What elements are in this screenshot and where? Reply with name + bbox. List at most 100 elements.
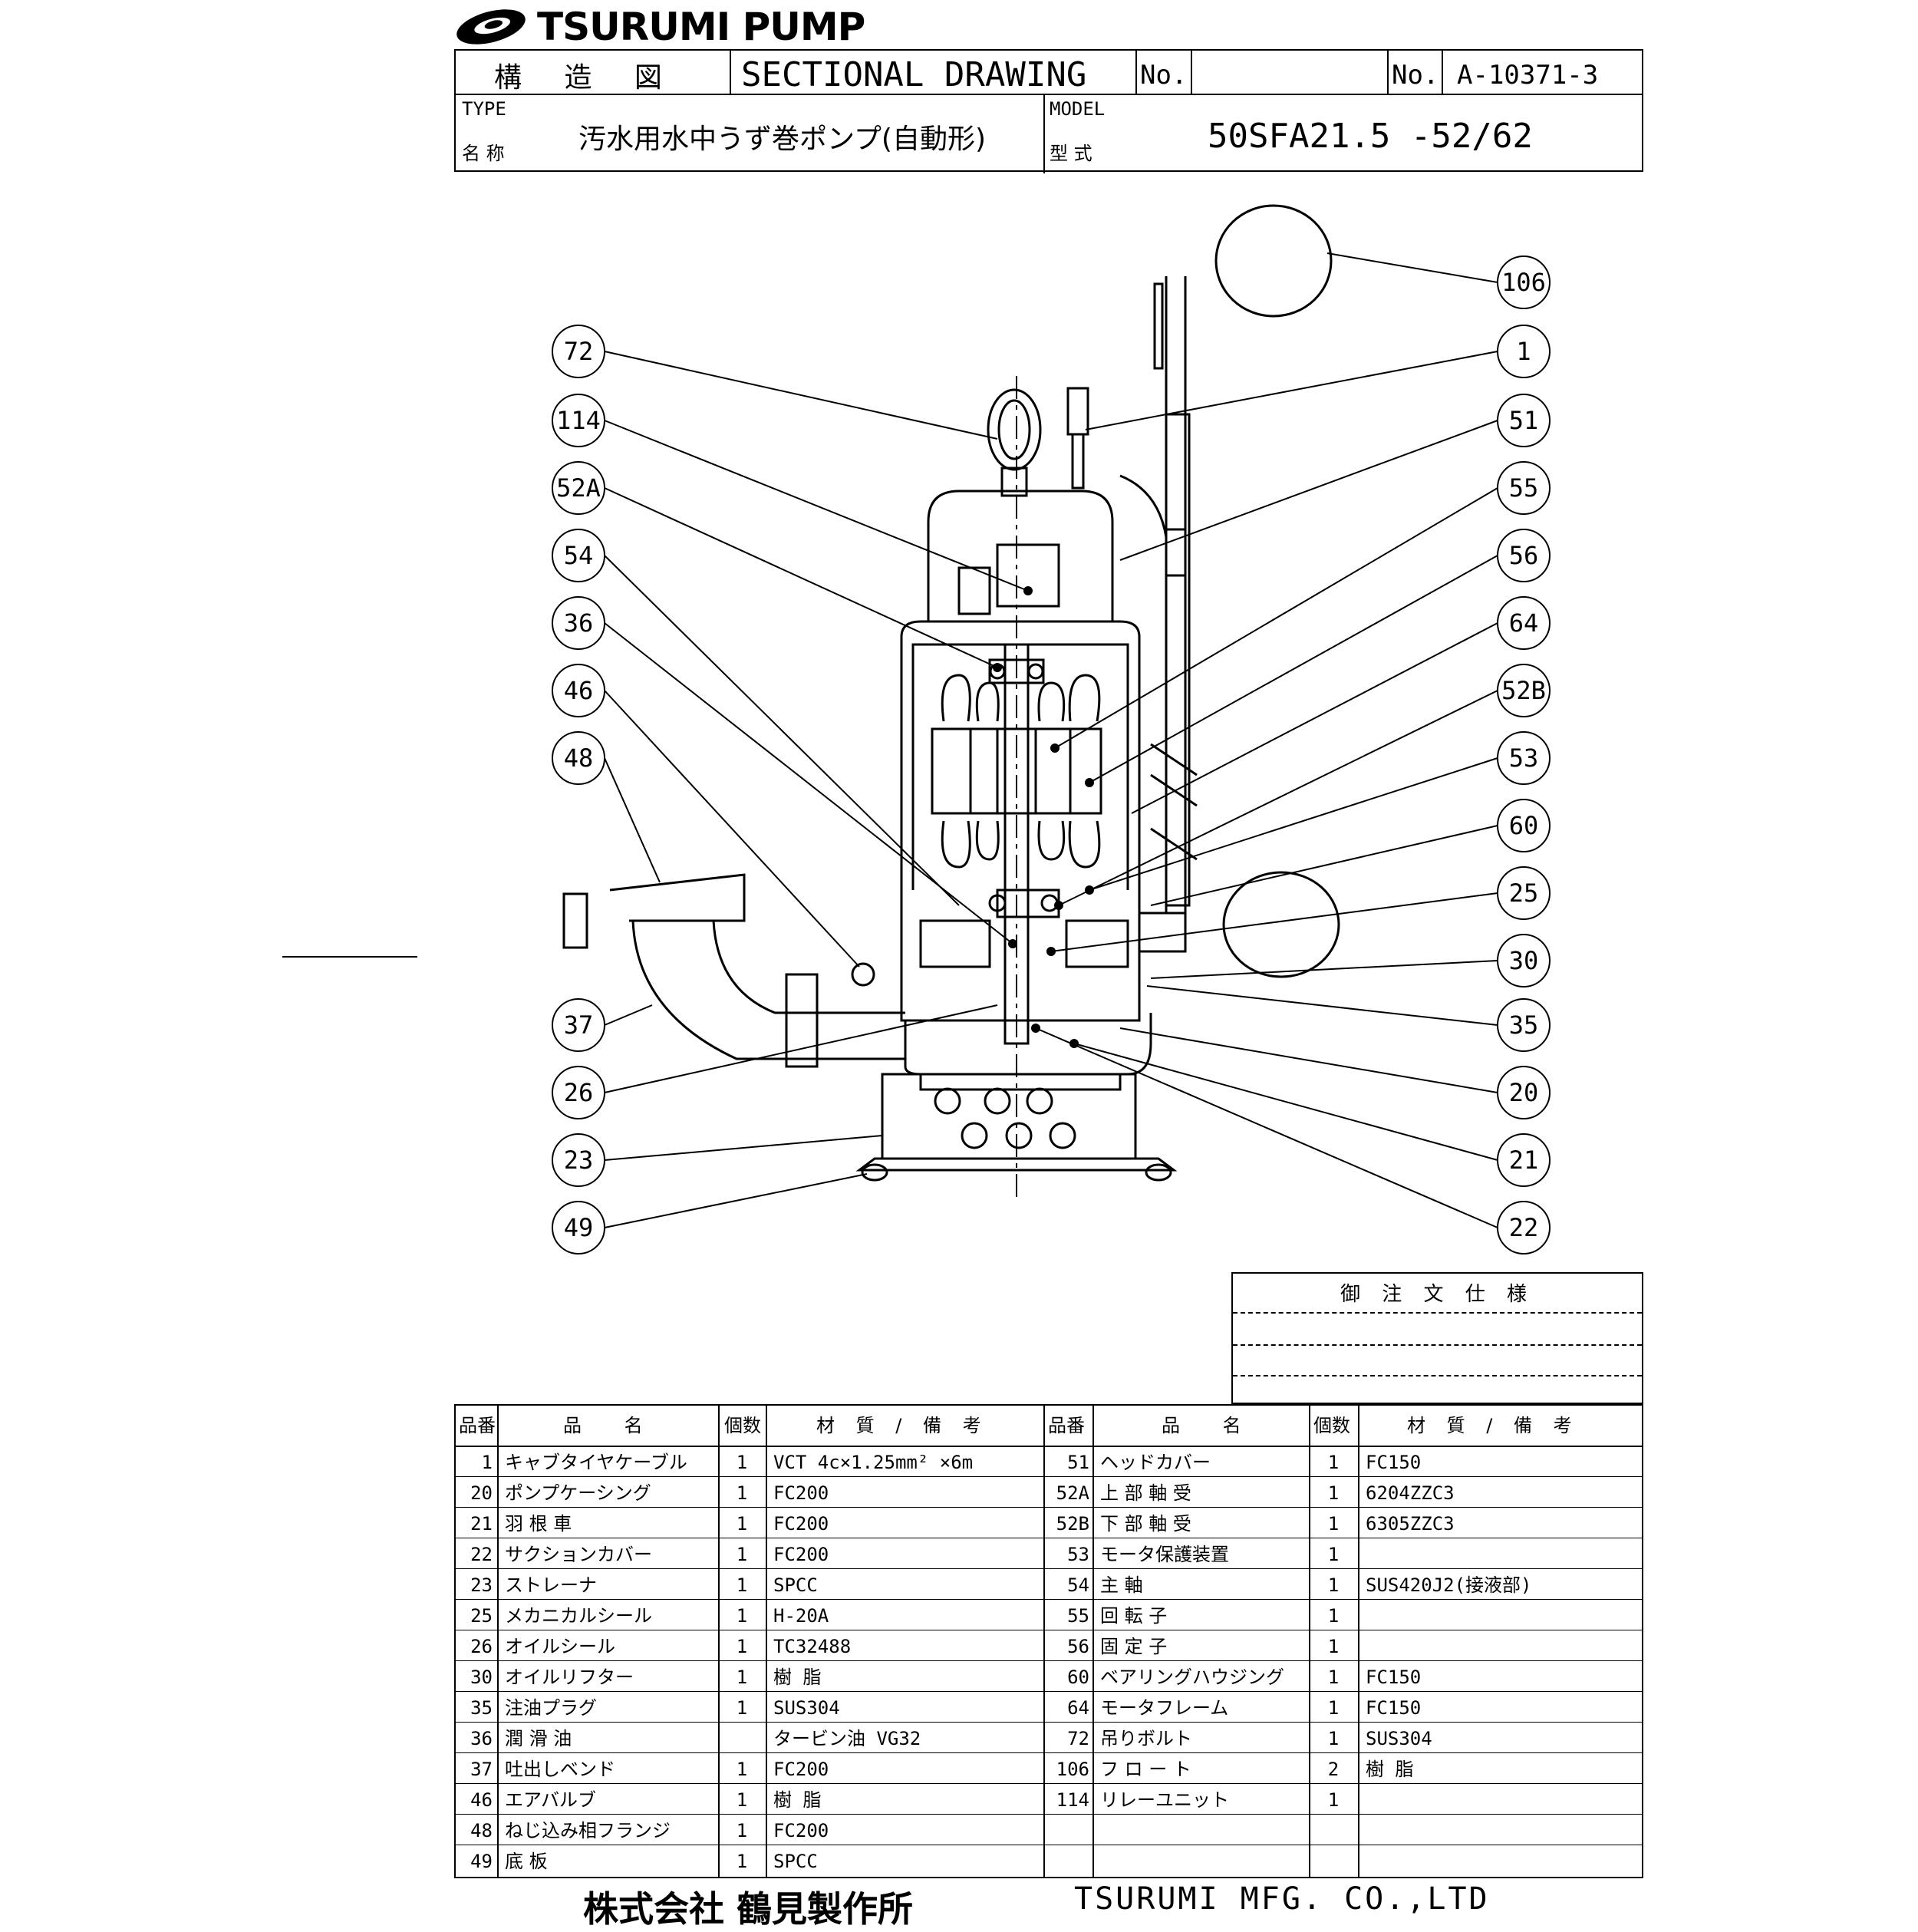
- cell-qty: 1: [1327, 1605, 1340, 1627]
- cell-name: ヘッドカバー: [1100, 1452, 1211, 1473]
- cell-no: 26: [470, 1636, 493, 1657]
- cell-qty: 1: [736, 1544, 748, 1565]
- cell-name: 羽 根 車: [505, 1513, 572, 1535]
- cell-material: 6305ZZC3: [1366, 1513, 1455, 1535]
- no-label-2: No.: [1392, 60, 1439, 91]
- order-spec-box: 御 注 文 仕 様: [1231, 1272, 1643, 1404]
- cell-name: モータ保護装置: [1100, 1544, 1229, 1565]
- cell-no: 25: [470, 1605, 493, 1627]
- cell-name: [1100, 1846, 1307, 1877]
- cell-name: [1100, 1815, 1307, 1846]
- cell-no: 54: [1067, 1574, 1089, 1596]
- cell-no: 52A: [1056, 1482, 1089, 1504]
- callout-right: 22: [1509, 1213, 1539, 1242]
- model-label-en: MODEL: [1050, 98, 1106, 120]
- cell-name: ベアリングハウジング: [1100, 1667, 1284, 1688]
- cell-no: 114: [1056, 1789, 1089, 1811]
- cell-qty: 1: [736, 1513, 748, 1535]
- header-qty: 個数: [1313, 1415, 1350, 1436]
- header-material: 材 質 / 備 考: [1407, 1415, 1580, 1436]
- cell-material: FC200: [773, 1513, 829, 1535]
- cell-name: エアバルブ: [505, 1789, 597, 1811]
- cell-qty: 1: [1327, 1697, 1340, 1719]
- cell-name: オイルリフター: [505, 1667, 634, 1688]
- cell-name: サクションカバー: [505, 1544, 652, 1565]
- cell-no: 51: [1067, 1452, 1089, 1473]
- cell-qty: 1: [1327, 1513, 1340, 1535]
- type-label-jp: 名 称: [462, 143, 505, 164]
- cell-no: 48: [470, 1820, 493, 1841]
- cell-no: 35: [470, 1697, 493, 1719]
- jp-title: 構 造 図: [494, 62, 679, 94]
- cell-name: 吊りボルト: [1100, 1728, 1192, 1749]
- callout-right: 30: [1509, 946, 1539, 975]
- cell-no: 72: [1067, 1728, 1089, 1749]
- cell-material: FC200: [773, 1544, 829, 1565]
- cell-no: [1046, 1815, 1089, 1846]
- callout-left: 72: [564, 337, 594, 366]
- cell-name: ストレーナ: [505, 1574, 597, 1596]
- callout-left: 23: [564, 1146, 594, 1175]
- order-spec-title: 御 注 文 仕 様: [1340, 1283, 1535, 1306]
- cell-material: 6204ZZC3: [1366, 1482, 1455, 1504]
- cell-name: オイルシール: [505, 1636, 615, 1657]
- company-logo: TSURUMI PUMP: [453, 5, 865, 49]
- cell-qty: 1: [1327, 1789, 1340, 1811]
- cell-material: FC200: [773, 1759, 829, 1780]
- header-qty: 個数: [724, 1415, 761, 1436]
- cell-material: [1366, 1785, 1642, 1815]
- cell-name: フ ロ ー ト: [1100, 1759, 1191, 1780]
- callout-left: 26: [564, 1078, 594, 1107]
- callout-left: 49: [564, 1213, 594, 1242]
- cell-qty: 1: [1327, 1544, 1340, 1565]
- cell-qty: 1: [736, 1574, 748, 1596]
- cell-material: FC200: [773, 1482, 829, 1504]
- cell-no: 55: [1067, 1605, 1089, 1627]
- cell-name: ねじ込み相フランジ: [505, 1820, 671, 1841]
- callout-left: 52A: [556, 473, 601, 503]
- cell-qty: 1: [736, 1605, 748, 1627]
- cell-material: [1366, 1846, 1642, 1877]
- cell-name: ポンプケーシング: [505, 1482, 651, 1504]
- cell-material: FC150: [1366, 1667, 1422, 1688]
- callout-left: 37: [564, 1011, 594, 1040]
- cell-qty: 1: [736, 1789, 748, 1811]
- no-label-1: No.: [1140, 60, 1188, 91]
- cell-no: 21: [470, 1513, 493, 1535]
- cell-qty: 1: [736, 1759, 748, 1780]
- cell-name: 注油プラグ: [505, 1697, 597, 1719]
- cell-no: 36: [470, 1728, 493, 1749]
- cell-no: 1: [481, 1452, 493, 1473]
- cell-qty: 1: [1327, 1667, 1340, 1688]
- cell-qty: 1: [1327, 1728, 1340, 1749]
- cell-material: [1366, 1631, 1642, 1662]
- cell-no: 23: [470, 1574, 493, 1596]
- model-value: 50SFA21.5 -52/62: [1208, 117, 1533, 156]
- cell-material: 樹 脂: [773, 1789, 822, 1811]
- cell-no: 22: [470, 1544, 493, 1565]
- header-material: 材 質 / 備 考: [816, 1415, 989, 1436]
- callout-left: 48: [564, 743, 594, 773]
- callout-right: 51: [1509, 406, 1539, 435]
- cell-no: [1046, 1846, 1089, 1877]
- tsurumi-swirl-logo-icon: [456, 9, 526, 45]
- header-name: 品 名: [563, 1415, 661, 1436]
- cell-no: 60: [1067, 1667, 1089, 1688]
- cell-material: SUS304: [1366, 1728, 1432, 1749]
- cell-qty: [1310, 1846, 1356, 1877]
- title-block: 構 造 図 SECTIONAL DRAWING No. No. A-10371-…: [454, 49, 1643, 173]
- callout-left: 54: [564, 541, 594, 570]
- callout-right: 52B: [1501, 676, 1546, 705]
- callout-right: 106: [1501, 268, 1546, 297]
- cell-qty: 1: [736, 1820, 748, 1841]
- header-no: 品番: [459, 1415, 496, 1436]
- cell-no: 49: [470, 1851, 493, 1872]
- company-name-jp: 株式会社 鶴見製作所: [583, 1888, 914, 1930]
